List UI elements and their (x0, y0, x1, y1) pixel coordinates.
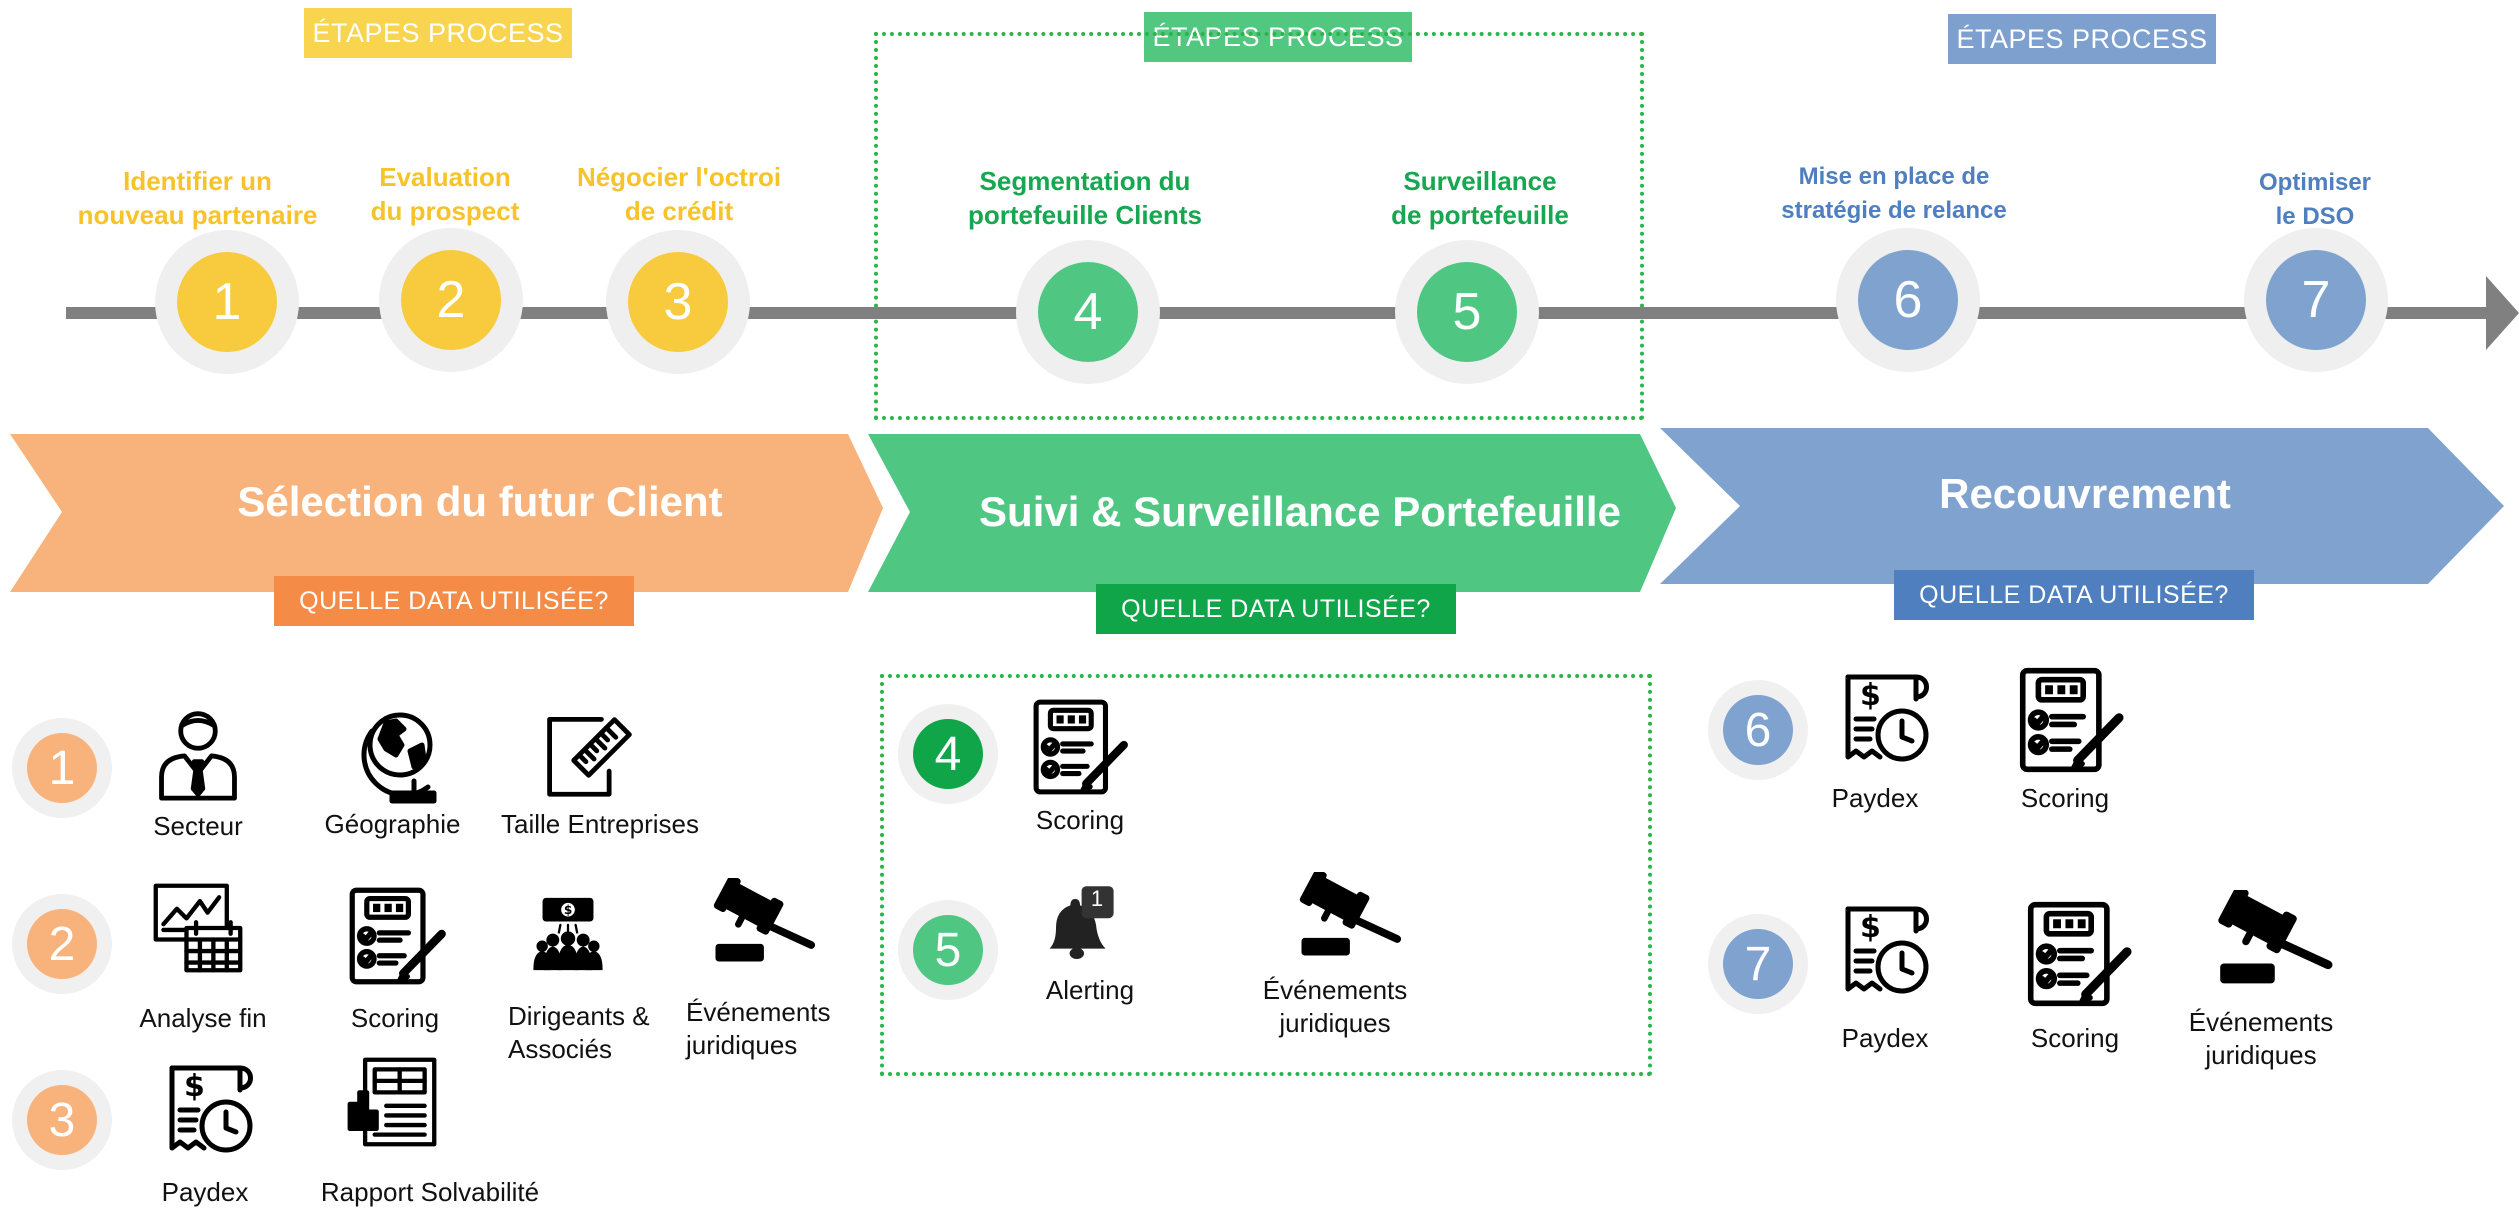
financial-analysis-icon (150, 876, 246, 980)
data-tag-suivi: QUELLE DATA UTILISÉE? (1096, 584, 1456, 634)
step-circle-5: 5 (1395, 240, 1539, 384)
scoring-checklist-icon (2016, 664, 2128, 776)
data-label-paydex-7: Paydex (1841, 1023, 1929, 1053)
phase-title-recouvrement: Recouvrement (1939, 470, 2231, 517)
step-circle-4: 4 (1016, 240, 1160, 384)
process-tag-1: ÉTAPES PROCESS (304, 8, 572, 58)
step-label-6: Mise en place de stratégie de relance (1781, 163, 2007, 224)
data-label-taille: Taille Entreprises (501, 809, 699, 839)
step-circle-2: 2 (379, 228, 523, 372)
step-circle-6: 6 (1836, 228, 1980, 372)
scoring-checklist-icon (1030, 696, 1132, 798)
data-label-dirigeants: Dirigeants & Associés (508, 1001, 650, 1064)
phase-arrows (10, 428, 2504, 592)
step-circle-1: 1 (155, 230, 299, 374)
phase-arrow-selection (10, 434, 883, 592)
step-circle-7: 7 (2244, 228, 2388, 372)
row-circle-6: 6 (1708, 680, 1808, 780)
data-tag-selection: QUELLE DATA UTILISÉE? (274, 576, 634, 626)
paydex-receipt-clock-icon (1838, 898, 1938, 1004)
step-label-2: Evaluation du prospect (370, 162, 520, 226)
person-tie-icon (150, 704, 246, 804)
step-label-5: Surveillance de portefeuille (1391, 166, 1569, 230)
scoring-checklist-icon (346, 884, 450, 988)
highlight-box-steps (874, 32, 1644, 420)
data-label-secteur: Secteur (153, 811, 243, 841)
data-label-scoring-4: Scoring (1035, 805, 1125, 835)
row-circle-4: 4 (898, 704, 998, 804)
row-circle-2: 2 (12, 894, 112, 994)
gavel-icon (710, 878, 820, 968)
data-label-evenements-2: Événements juridiques (686, 997, 831, 1060)
gavel-icon (2214, 890, 2338, 990)
paydex-receipt-clock-icon (1838, 666, 1938, 772)
phase-arrow-recouvrement (1660, 428, 2504, 584)
paydex-receipt-clock-icon (162, 1058, 262, 1162)
report-chart-icon (344, 1050, 440, 1154)
data-label-evenements-7: Événements juridiques (2188, 1007, 2334, 1070)
row-circle-3: 3 (12, 1070, 112, 1170)
data-label-scoring-2: Scoring (350, 1003, 440, 1033)
data-label-scoring-7: Scoring (2030, 1023, 2120, 1053)
timeline-arrow-head (2486, 276, 2519, 350)
data-label-geographie: Géographie (324, 809, 461, 839)
team-money-icon (530, 884, 606, 984)
phase-arrow-suivi (868, 434, 1676, 592)
data-label-analyse: Analyse fin (139, 1003, 267, 1033)
data-label-scoring-6: Scoring (2020, 783, 2110, 813)
process-tag-3: ÉTAPES PROCESS (1948, 14, 2216, 64)
step-circle-3: 3 (606, 230, 750, 374)
data-tag-recouvrement: QUELLE DATA UTILISÉE? (1894, 570, 2254, 620)
row-circle-5: 5 (898, 900, 998, 1000)
process-tag-2: ÉTAPES PROCESS (1144, 12, 1412, 62)
step-label-4: Segmentation du portefeuille Clients (967, 166, 1203, 230)
phase-title-selection: Sélection du futur Client (237, 478, 723, 525)
data-label-rapport: Rapport Solvabilité (320, 1177, 540, 1207)
data-label-paydex-3: Paydex (161, 1177, 249, 1207)
gavel-icon (1296, 872, 1406, 962)
step-label-7: Optimiser le DSO (2258, 169, 2372, 230)
scoring-checklist-icon (2024, 898, 2136, 1010)
row-circle-7: 7 (1708, 914, 1808, 1014)
data-label-paydex-6: Paydex (1831, 783, 1919, 813)
data-label-evenements-5: Événements juridiques (1262, 975, 1408, 1038)
phase-title-suivi: Suivi & Surveillance Portefeuille (979, 488, 1621, 535)
alert-badge-count: 1 (1090, 886, 1104, 911)
step-label-3: Négocier l'octroi de crédit (576, 162, 782, 226)
step-label-1: Identifier un nouveau partenaire (77, 166, 318, 230)
globe-icon (352, 700, 452, 810)
row-circle-1: 1 (12, 718, 112, 818)
data-label-alerting: Alerting (1045, 975, 1135, 1005)
highlight-box-data (880, 674, 1652, 1076)
ruler-document-icon (540, 704, 636, 800)
